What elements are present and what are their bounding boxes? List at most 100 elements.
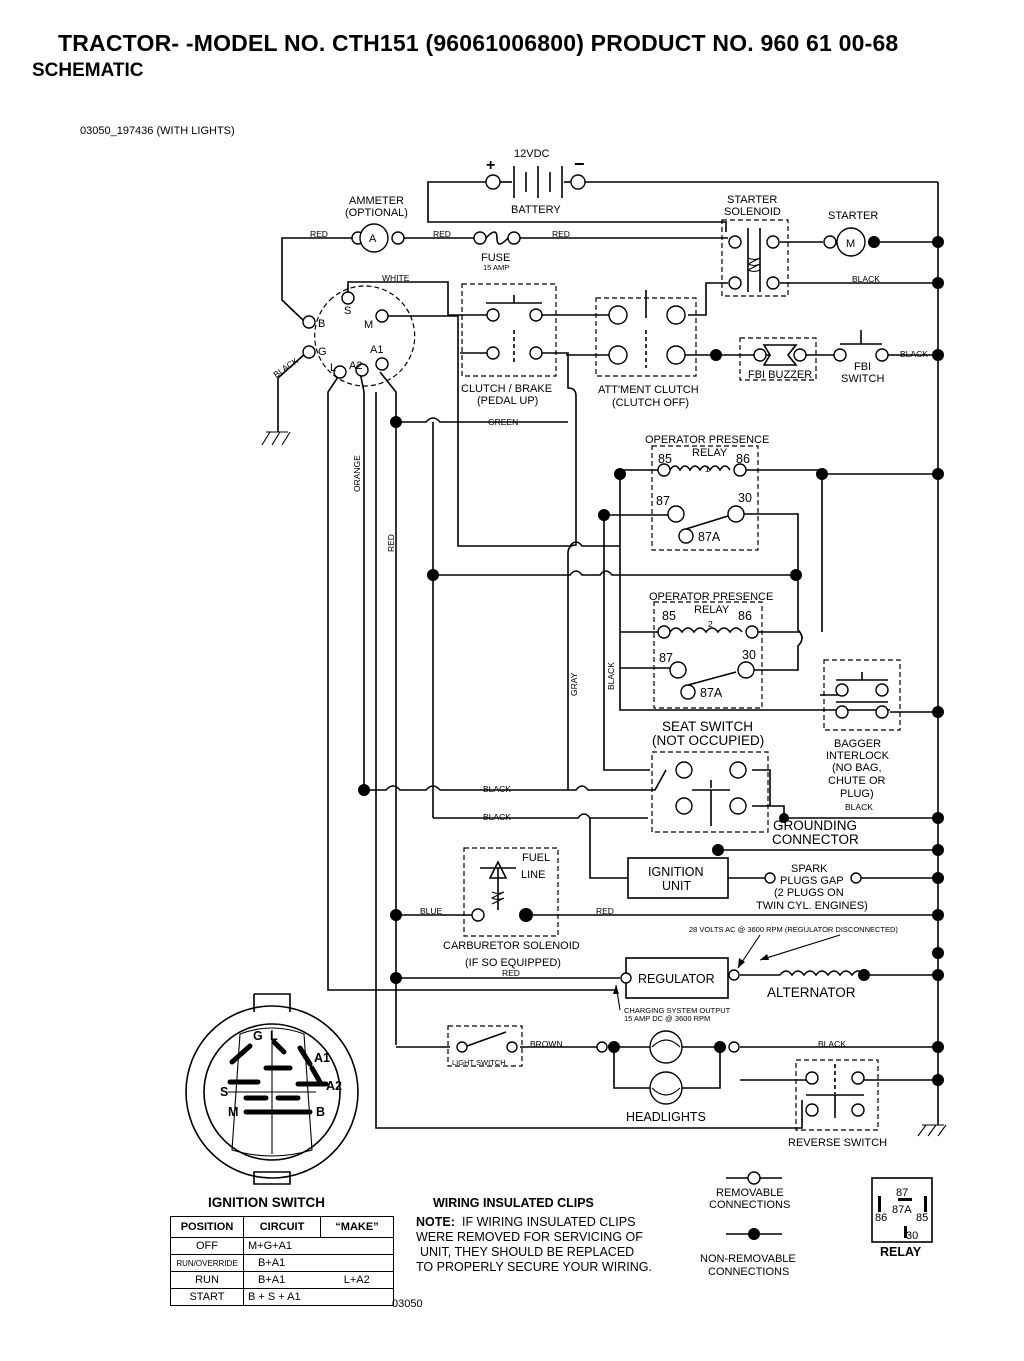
battery: 12VDC + − BATTERY — [485, 148, 586, 216]
circuit-cell: B+A1 — [243, 1271, 321, 1289]
reverse-switch: REVERSE SWITCH — [788, 1059, 887, 1149]
ignition-switch-title: IGNITION SWITCH — [208, 1195, 325, 1210]
note-line-4: TO PROPERLY SECURE YOUR WIRING. — [416, 1260, 652, 1274]
starter-symbol: M — [846, 238, 855, 250]
ammeter-optional: (OPTIONAL) — [345, 207, 408, 219]
table-row: START B + S + A1 — [170, 1288, 394, 1306]
starter-solenoid-label-2: SOLENOID — [724, 206, 781, 218]
alternator: ALTERNATOR — [767, 969, 870, 1000]
terminal-a1: A1 — [370, 344, 383, 356]
circuit-cell: B+A1 — [243, 1254, 321, 1272]
bagger-interlock: BAGGER INTERLOCK (NO BAG, CHUTE OR PLUG)… — [823, 659, 901, 812]
bagger-label-2: INTERLOCK — [826, 750, 890, 762]
terminal-g: G — [318, 346, 327, 358]
note-line-1: IF WIRING INSULATED CLIPS — [462, 1215, 635, 1229]
relay2-relay: RELAY — [694, 604, 730, 616]
wire-label-black: BLACK — [818, 1039, 846, 1049]
relay-pin-87a: 87A — [892, 1204, 912, 1216]
table-row: OFF M+G+A1 — [170, 1237, 394, 1255]
ignition-unit: IGNITION UNIT — [627, 857, 729, 899]
reverse-switch-label: REVERSE SWITCH — [788, 1137, 887, 1149]
operator-presence-relay-2: OPERATOR PRESENCE RELAY 2 85 86 87 30 87… — [569, 591, 773, 709]
relay2-pin86: 86 — [738, 609, 752, 623]
spark-label-4: TWIN CYL. ENGINES) — [756, 900, 868, 912]
wire-label-gray: GRAY — [569, 672, 579, 696]
ign-diagram-b: B — [316, 1105, 325, 1119]
circuit-cell: B + S + A1 — [243, 1288, 321, 1306]
ignition-switch-diagram: G L A1 A2 S M B IGNITION SWITCH — [185, 993, 359, 1210]
clutch-brake-switch: CLUTCH / BRAKE (PEDAL UP) GREEN — [461, 283, 557, 427]
headlights-label: HEADLIGHTS — [626, 1110, 706, 1124]
fbi-buzzer: FBI BUZZER — [710, 337, 817, 381]
wire-label-black: BLACK — [900, 349, 928, 359]
carb-solenoid-label: CARBURETOR SOLENOID — [443, 940, 580, 952]
bagger-label-1: BAGGER — [834, 738, 881, 750]
document-id: 03050_197436 (WITH LIGHTS) — [80, 125, 235, 137]
extra-cell — [320, 1237, 394, 1255]
charging-note-2: 15 AMP DC @ 3600 RPM — [624, 1014, 710, 1023]
column-header: CIRCUIT — [243, 1216, 321, 1238]
attachment-clutch-label: ATT'MENT CLUTCH — [598, 384, 699, 396]
svg-text:+: + — [486, 157, 495, 174]
carb-solenoid-sub: (IF SO EQUIPPED) — [465, 957, 561, 969]
relay2-title: OPERATOR PRESENCE — [649, 591, 773, 603]
wire-label-red: RED — [310, 229, 328, 239]
footer-code: 03050 — [392, 1298, 423, 1310]
circuit-cell: M+G+A1 — [243, 1237, 321, 1255]
starter-label: STARTER — [828, 210, 878, 222]
regulator-label: REGULATOR — [638, 972, 715, 986]
fuel-line-label: FUEL — [522, 852, 550, 864]
wire-label-red: RED — [596, 906, 614, 916]
spark-label-3: (2 PLUGS ON — [774, 887, 844, 899]
wire-label-black: BLACK — [483, 812, 511, 822]
ign-diagram-s: S — [220, 1085, 228, 1099]
starter-solenoid-label: STARTER — [727, 194, 777, 206]
position-cell: RUN — [170, 1271, 244, 1289]
terminal-l: L — [330, 362, 336, 374]
fbi-switch-label: FBI — [854, 361, 871, 373]
relay1-num: 1 — [705, 464, 710, 474]
relay1-pin87: 87 — [656, 494, 670, 508]
wire-label-black: BLACK — [606, 662, 616, 690]
seat-switch-label: SEAT SWITCH — [662, 719, 753, 734]
light-switch-label: LIGHT SWITCH — [452, 1058, 506, 1067]
wire-label-red: RED — [433, 229, 451, 239]
wire-label-red: RED — [502, 968, 520, 978]
wire-label-brown: BROWN — [530, 1039, 563, 1049]
column-header: “MAKE” — [320, 1216, 394, 1238]
legend-nonremovable-1: NON-REMOVABLE — [700, 1253, 796, 1265]
wire-label-black: BLACK — [271, 355, 300, 379]
seat-switch: SEAT SWITCH (NOT OCCUPIED) BLACK BLACK G… — [483, 719, 859, 847]
relay-legend-label: RELAY — [880, 1245, 922, 1259]
relay1-pin85: 85 — [658, 452, 672, 466]
position-cell: START — [170, 1288, 244, 1306]
relay-pin-30: 30 — [906, 1230, 918, 1242]
page-subtitle: SCHEMATIC — [32, 60, 144, 81]
carburetor-solenoid: FUEL LINE CARBURETOR SOLENOID (IF SO EQU… — [420, 847, 614, 969]
relay1-pin86: 86 — [736, 452, 750, 466]
attachment-clutch-sub: (CLUTCH OFF) — [612, 397, 689, 409]
wire-label-red: RED — [386, 534, 396, 552]
attachment-clutch-switch: ATT'MENT CLUTCH (CLUTCH OFF) — [595, 290, 699, 409]
position-cell: OFF — [170, 1237, 244, 1255]
note-line-2: WERE REMOVED FOR SERVICING OF — [416, 1230, 643, 1244]
relay-pin-86: 86 — [875, 1212, 887, 1224]
operator-presence-relay-1: OPERATOR PRESENCE RELAY 1 85 86 87 30 87… — [645, 434, 769, 551]
ign-diagram-m: M — [228, 1105, 238, 1119]
legend-removable-1: REMOVABLE — [716, 1187, 784, 1199]
ignition-unit-sub: UNIT — [662, 879, 692, 893]
ammeter-label: AMMETER — [349, 195, 404, 207]
bagger-label-5: PLUG) — [840, 788, 874, 800]
wire-label-red: RED — [552, 229, 570, 239]
relay-pin-85: 85 — [916, 1212, 928, 1224]
spark-label-2: PLUGS GAP — [780, 875, 844, 887]
starter-solenoid: STARTER SOLENOID BLACK — [721, 194, 880, 297]
extra-cell: L+A2 — [320, 1271, 394, 1289]
ign-diagram-a2: A2 — [326, 1079, 342, 1093]
ammeter-symbol: A — [369, 233, 377, 245]
table-header-row: POSITION CIRCUIT “MAKE” — [170, 1216, 394, 1238]
table-row: RUN/OVERRIDE B+A1 — [170, 1254, 394, 1272]
seat-switch-sub: (NOT OCCUPIED) — [652, 733, 764, 748]
volts-note: 28 VOLTS AC @ 3600 RPM (REGULATOR DISCON… — [689, 925, 898, 934]
